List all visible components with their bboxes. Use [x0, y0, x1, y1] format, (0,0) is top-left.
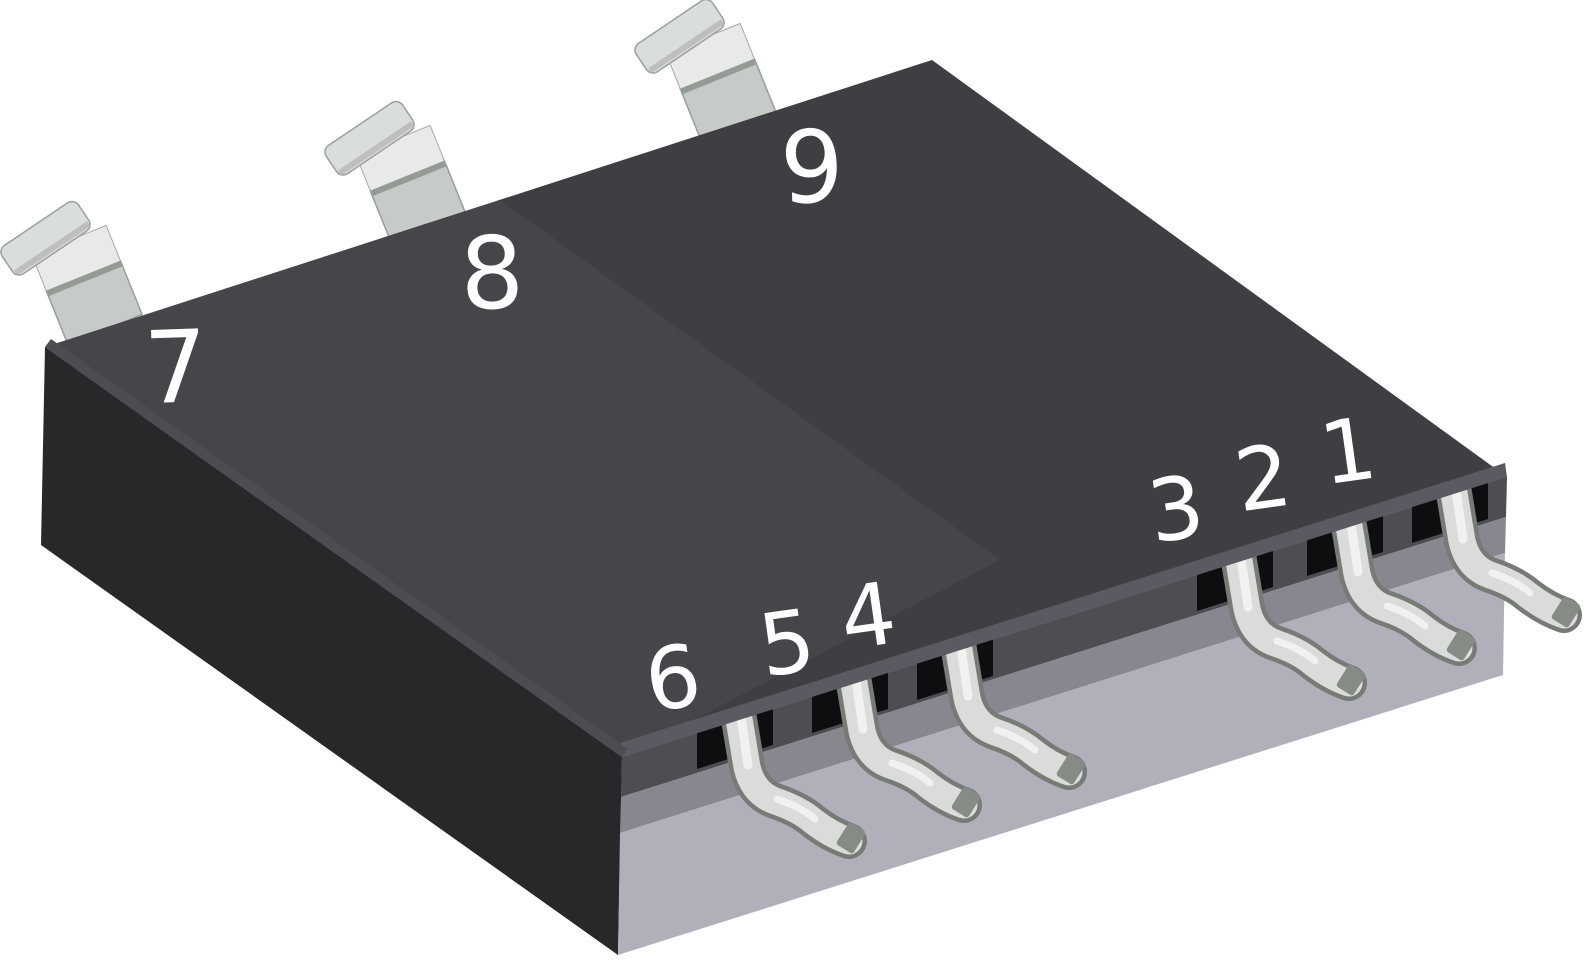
pin-label-5: 5 [752, 590, 822, 698]
pin-label-9: 9 [778, 107, 846, 228]
top-face-left-chamfer [45, 339, 628, 757]
pin-label-8: 8 [458, 213, 526, 334]
package-left-face [41, 347, 622, 955]
pin-label-7: 7 [142, 307, 210, 428]
pin-label-6: 6 [638, 625, 708, 733]
pin-label-4: 4 [833, 563, 903, 671]
pin-label-1: 1 [1313, 398, 1383, 506]
top-face-sheen [45, 200, 1000, 757]
pin-label-3: 3 [1141, 456, 1211, 564]
pin-label-2: 2 [1228, 425, 1298, 533]
package-front-mid-band [620, 517, 1506, 833]
top-face-front-chamfer [620, 463, 1507, 757]
